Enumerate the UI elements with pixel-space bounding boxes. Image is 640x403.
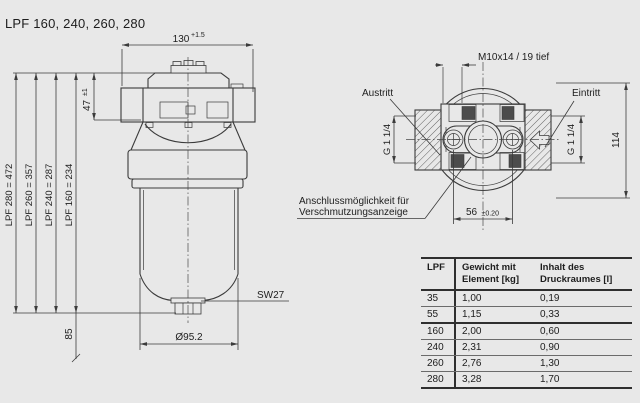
top-view-dimensions: M10x14 / 19 tief Austritt Eintritt G 1 1…	[297, 52, 630, 224]
head-height-dim-value: 47	[82, 99, 93, 111]
cover-cap	[170, 65, 207, 74]
height-dim-label-240: LPF 240 = 287	[44, 164, 55, 227]
head-height-dim-tolerance: ±1	[82, 88, 89, 96]
outlet-label: Austritt	[362, 88, 393, 99]
clearance-dim-label: 85	[64, 328, 75, 340]
height-dim-label-280: LPF 280 = 472	[4, 164, 15, 227]
top-view	[406, 62, 561, 231]
hole-spacing-dim-tolerance: ±0.20	[482, 211, 500, 218]
indicator-note-line1: Anschlussmöglichkeit für	[299, 196, 410, 207]
width-dim-tolerance: +1.5	[191, 32, 205, 39]
table-header-row: LPF Gewicht mit Element [kg] Inhalt des …	[421, 259, 632, 291]
height-dim-label-160: LPF 160 = 234	[64, 164, 75, 227]
table-row: 240 2,31 0,90	[421, 340, 632, 356]
bowl-flange-lower	[131, 178, 244, 189]
bowl-diameter-dim: Ø95.2	[175, 332, 203, 343]
height-dim-label-260: LPF 260 = 357	[24, 164, 35, 227]
spec-table: LPF Gewicht mit Element [kg] Inhalt des …	[421, 257, 632, 389]
table-row: 280 3,28 1,70	[421, 372, 632, 389]
inlet-port	[524, 109, 552, 171]
wrench-size-label: SW27	[257, 290, 285, 301]
bowl-flange-upper	[127, 149, 248, 180]
mounting-holes	[448, 104, 525, 170]
indicator-note-line2: Verschmutzungsanzeige	[299, 207, 408, 218]
flange-height-dim: 114	[611, 132, 622, 148]
outlet-port	[414, 109, 442, 171]
filter-bowl	[139, 188, 239, 302]
col-header-volume: Inhalt des Druckraumes [l]	[540, 262, 613, 285]
table-row: 160 2,00 0,60	[421, 324, 632, 340]
col-header-lpf: LPF	[421, 259, 456, 289]
outlet-port-size-label: G 1 1/4	[382, 124, 393, 155]
col-header-weight: Gewicht mit Element [kg]	[462, 262, 520, 285]
table-row: 35 1,00 0,19	[421, 291, 632, 307]
page-title: LPF 160, 240, 260, 280	[5, 16, 146, 31]
thread-spec-label: M10x14 / 19 tief	[478, 52, 549, 63]
inlet-port-size-label: G 1 1/4	[566, 124, 577, 155]
front-view	[120, 57, 256, 323]
table-row: 260 2,76 1,30	[421, 356, 632, 372]
front-view-dimensions: LPF 280 = 472 LPF 260 = 357 LPF 240 = 28…	[4, 32, 289, 363]
table-row: 55 1,15 0,33	[421, 307, 632, 324]
width-dim-value: 130	[173, 34, 190, 45]
hole-spacing-dim-value: 56	[466, 207, 478, 218]
inlet-label: Eintritt	[572, 88, 601, 99]
